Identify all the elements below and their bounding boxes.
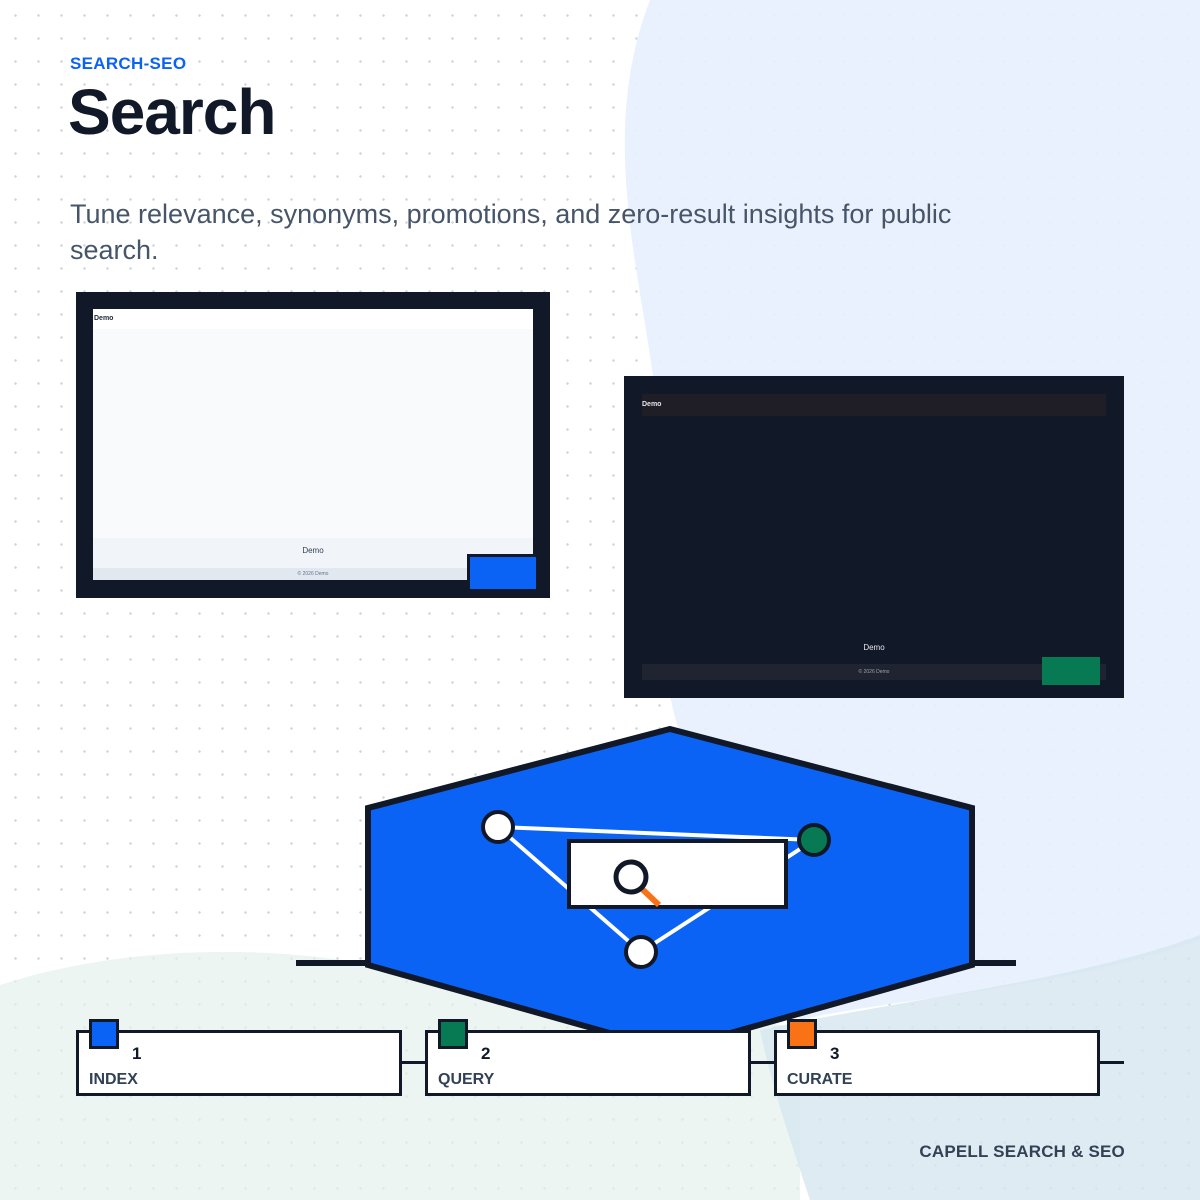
step-number: 1 [132, 1044, 142, 1063]
graph-edge [497, 825, 815, 842]
preview-brand: Demo [94, 315, 114, 322]
preview-screen: Demo Demo © 2026 Demo [93, 309, 533, 580]
step-swatch [89, 1019, 119, 1049]
light-theme-preview[interactable]: Demo Demo © 2026 Demo [76, 292, 550, 598]
preview-copyright: © 2026 Demo [642, 664, 1106, 680]
step-label: CURATE [787, 1071, 853, 1088]
page-description: Tune relevance, synonyms, promotions, an… [70, 199, 952, 265]
preview-footer-brand: Demo [302, 546, 324, 555]
graph-node [624, 935, 658, 969]
search-box-shape [567, 839, 788, 909]
preview-copyright: © 2026 Demo [93, 568, 533, 580]
graph-node [481, 810, 515, 844]
page-title: Search [68, 76, 276, 148]
step-number: 2 [481, 1044, 491, 1063]
step-label: QUERY [438, 1071, 495, 1088]
footer-brand: CAPELL SEARCH & SEO [919, 1142, 1125, 1161]
step-connector [1100, 1061, 1124, 1064]
step-connector [402, 1061, 428, 1064]
accent-swatch-blue [467, 554, 539, 592]
search-icon [613, 859, 662, 908]
preview-topbar: Demo [93, 309, 533, 329]
step-swatch [438, 1019, 468, 1049]
step-swatch [787, 1019, 817, 1049]
step-connector [751, 1061, 777, 1064]
preview-brand: Demo [642, 401, 662, 408]
step-curate: 3 CURATE [774, 1019, 1100, 1096]
graph-node [797, 823, 831, 857]
step-label: INDEX [89, 1071, 138, 1088]
dark-theme-preview[interactable]: Demo Demo © 2026 Demo [624, 376, 1124, 698]
accent-swatch-green [1042, 657, 1100, 685]
step-query: 2 QUERY [425, 1019, 751, 1096]
preview-footer: Demo [93, 538, 533, 568]
step-index: 1 INDEX [76, 1019, 402, 1096]
preview-footer-brand: Demo [863, 643, 885, 652]
preview-topbar: Demo [642, 394, 1106, 416]
section-eyebrow: SEARCH-SEO [70, 54, 187, 73]
step-number: 3 [830, 1044, 840, 1063]
